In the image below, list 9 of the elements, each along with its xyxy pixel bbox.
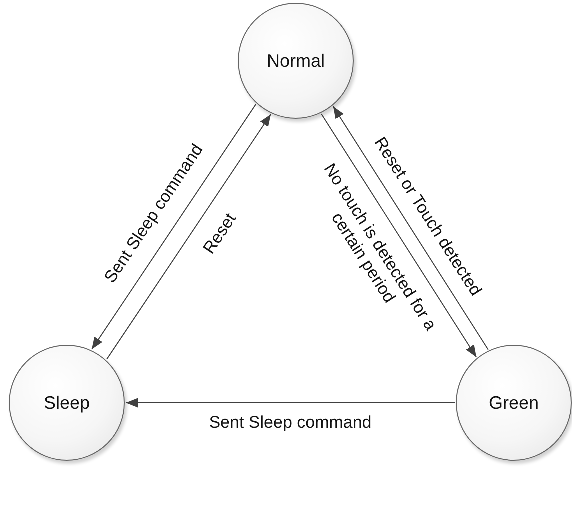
transition-arrow	[332, 106, 489, 350]
edge-label: Sent Sleep command	[208, 413, 373, 433]
transition-arrow	[91, 104, 257, 350]
state-name: Green	[488, 392, 540, 414]
transition-arrow	[106, 114, 272, 360]
transition-arrow	[126, 398, 456, 408]
state-name: Normal	[266, 50, 325, 72]
transition-arrow	[321, 114, 478, 358]
state-name: Sleep	[44, 392, 90, 414]
